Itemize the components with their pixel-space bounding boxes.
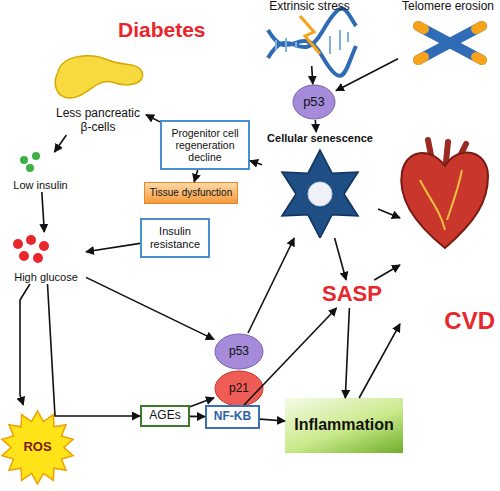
- node-text: p53: [214, 345, 264, 359]
- arrow-connector: [190, 398, 214, 407]
- arrow-connector: [359, 324, 400, 398]
- state-node: Low insulin: [8, 152, 73, 192]
- outcome-node: SASP: [322, 280, 378, 308]
- senescence-node: Cellular senescence: [262, 132, 378, 238]
- node-text: p21: [214, 382, 264, 396]
- process-box: Insulin resistance: [140, 218, 210, 258]
- ellipse-shape: [293, 85, 335, 119]
- arrow-connector: [244, 308, 337, 405]
- node-text: Extrinsic stress: [262, 0, 357, 14]
- arrow-connector: [55, 135, 67, 152]
- arrow-connector: [378, 209, 400, 218]
- node-text: NF-KB: [207, 410, 258, 424]
- arrow-connector: [250, 161, 262, 165]
- insulin-dots: [20, 152, 40, 172]
- node-text: High glucose: [6, 271, 86, 284]
- state-node: High glucose: [6, 232, 86, 284]
- node-text: Inflammation: [285, 416, 403, 434]
- node-text: Less pancreatic β-cells: [50, 107, 146, 135]
- disease-node: CVD: [400, 140, 495, 335]
- arrow-connector: [48, 284, 141, 416]
- dna-illustration: [268, 9, 356, 76]
- arrow-connector: [312, 66, 313, 84]
- arrow-connector: [248, 238, 294, 333]
- arrow-connector: [260, 419, 285, 421]
- group-title: Diabetes: [118, 18, 228, 42]
- arrow-connector: [374, 265, 400, 280]
- node-text: Low insulin: [8, 179, 73, 192]
- node-text: AGEs: [142, 409, 188, 423]
- arrow-connector: [86, 277, 214, 339]
- arrow-connector: [20, 284, 30, 405]
- process-box: NF-KB: [205, 405, 260, 429]
- arrow-connector: [345, 308, 349, 398]
- inflammation-band: Inflammation: [285, 398, 403, 453]
- process-box: AGEs: [140, 405, 190, 427]
- node-text: Insulin resistance: [142, 225, 208, 250]
- stress-node: Telomere erosion: [398, 0, 498, 66]
- heart-illustration: [401, 140, 488, 248]
- node-text: Cellular senescence: [262, 132, 378, 145]
- arrow-connector: [194, 170, 198, 182]
- node-text: CVD: [400, 307, 495, 335]
- star-outline: [262, 132, 378, 238]
- pancreas-illustration: [55, 56, 142, 98]
- nucleus-circle: [308, 182, 332, 206]
- node-text: ROS: [0, 440, 75, 455]
- node-text: SASP: [322, 281, 378, 306]
- ros-burst: ROS: [0, 405, 75, 490]
- arrow-connector: [146, 115, 160, 122]
- arrow-connector: [335, 238, 347, 280]
- node-text: Tissue dysfunction: [145, 187, 237, 199]
- process-box: Tissue dysfunction: [144, 182, 238, 204]
- protein-ellipse: p21: [214, 370, 264, 407]
- arrow-connector: [190, 416, 205, 418]
- node-text: Telomere erosion: [398, 0, 498, 14]
- stress-node: Extrinsic stress: [262, 0, 357, 66]
- chromosome-illustration: [418, 26, 482, 60]
- node-text: Progenitor cell regeneration decline: [162, 127, 248, 163]
- arrow-connector: [86, 243, 140, 251]
- star-shape: [282, 150, 358, 238]
- node-text: p53: [292, 95, 336, 110]
- protein-ellipse: p53: [292, 84, 336, 120]
- process-box: Progenitor cell regeneration decline: [160, 120, 250, 170]
- ellipse-shape: [215, 371, 263, 406]
- glucose-dots: [13, 235, 49, 263]
- arrow-connector: [42, 192, 45, 232]
- pancreas-node: Less pancreatic β-cells: [50, 45, 146, 135]
- arrow-connector: [336, 59, 398, 91]
- protein-ellipse: p53: [214, 333, 264, 370]
- ellipse-shape: [215, 334, 263, 369]
- arrow-connector: [314, 120, 317, 132]
